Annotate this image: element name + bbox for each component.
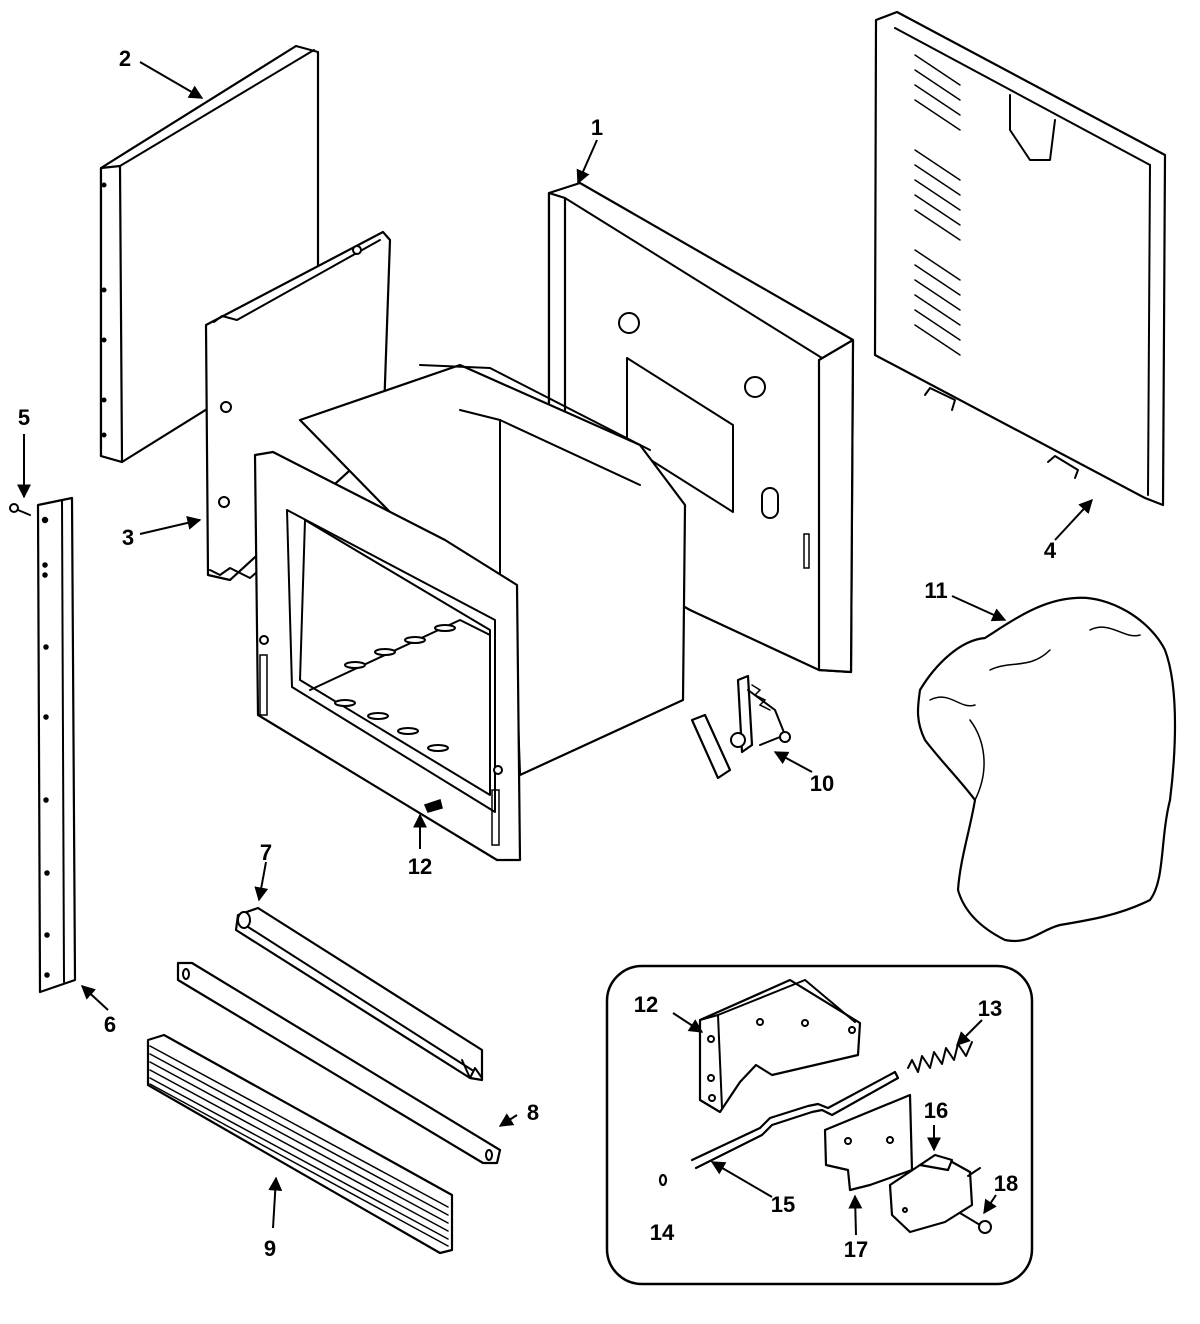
part-13-spring <box>907 1041 973 1073</box>
part-7-channel <box>234 906 484 1082</box>
callout-11: 11 <box>924 578 947 603</box>
oven-cavity-liner <box>253 363 687 862</box>
part-10-hinge <box>690 674 791 780</box>
callout-7: 7 <box>260 840 272 865</box>
callout-4: 4 <box>1044 538 1057 563</box>
part-18-screw <box>959 1212 992 1234</box>
callout-18: 18 <box>994 1171 1018 1196</box>
part-4-rear-cover <box>873 10 1167 507</box>
latch-detail-inset <box>605 964 1034 1286</box>
callout-5: 5 <box>18 405 30 430</box>
callout-16: 16 <box>924 1098 948 1123</box>
callout-labels: 1 2 3 4 5 6 7 8 9 10 11 12 12 13 14 15 1… <box>18 46 1057 1262</box>
part-5-screw <box>9 503 31 516</box>
callout-6: 6 <box>104 1012 116 1037</box>
part-9-vent-trim <box>146 1033 454 1255</box>
part-15-latch-rod <box>690 1070 900 1170</box>
callout-9: 9 <box>264 1236 276 1261</box>
callout-12-inset: 12 <box>634 992 658 1017</box>
callout-12-main: 12 <box>408 854 432 879</box>
callout-15: 15 <box>771 1192 795 1217</box>
part-8-flat-strip <box>176 961 502 1165</box>
callout-2: 2 <box>119 46 131 71</box>
part-17-plate <box>823 1093 914 1192</box>
callout-8: 8 <box>527 1100 539 1125</box>
part-14-pin <box>658 1173 668 1187</box>
callout-3: 3 <box>122 525 134 550</box>
callout-1: 1 <box>591 115 603 140</box>
callout-14: 14 <box>650 1220 675 1245</box>
callout-10: 10 <box>810 771 834 796</box>
part-11-insulation <box>916 596 1177 943</box>
part-16-switch <box>888 1153 981 1234</box>
part-6-side-trim <box>36 496 77 994</box>
part-12-latch-bracket <box>698 978 862 1114</box>
leader-arrows <box>17 61 1093 1236</box>
callout-13: 13 <box>978 996 1002 1021</box>
callout-17: 17 <box>844 1237 868 1262</box>
